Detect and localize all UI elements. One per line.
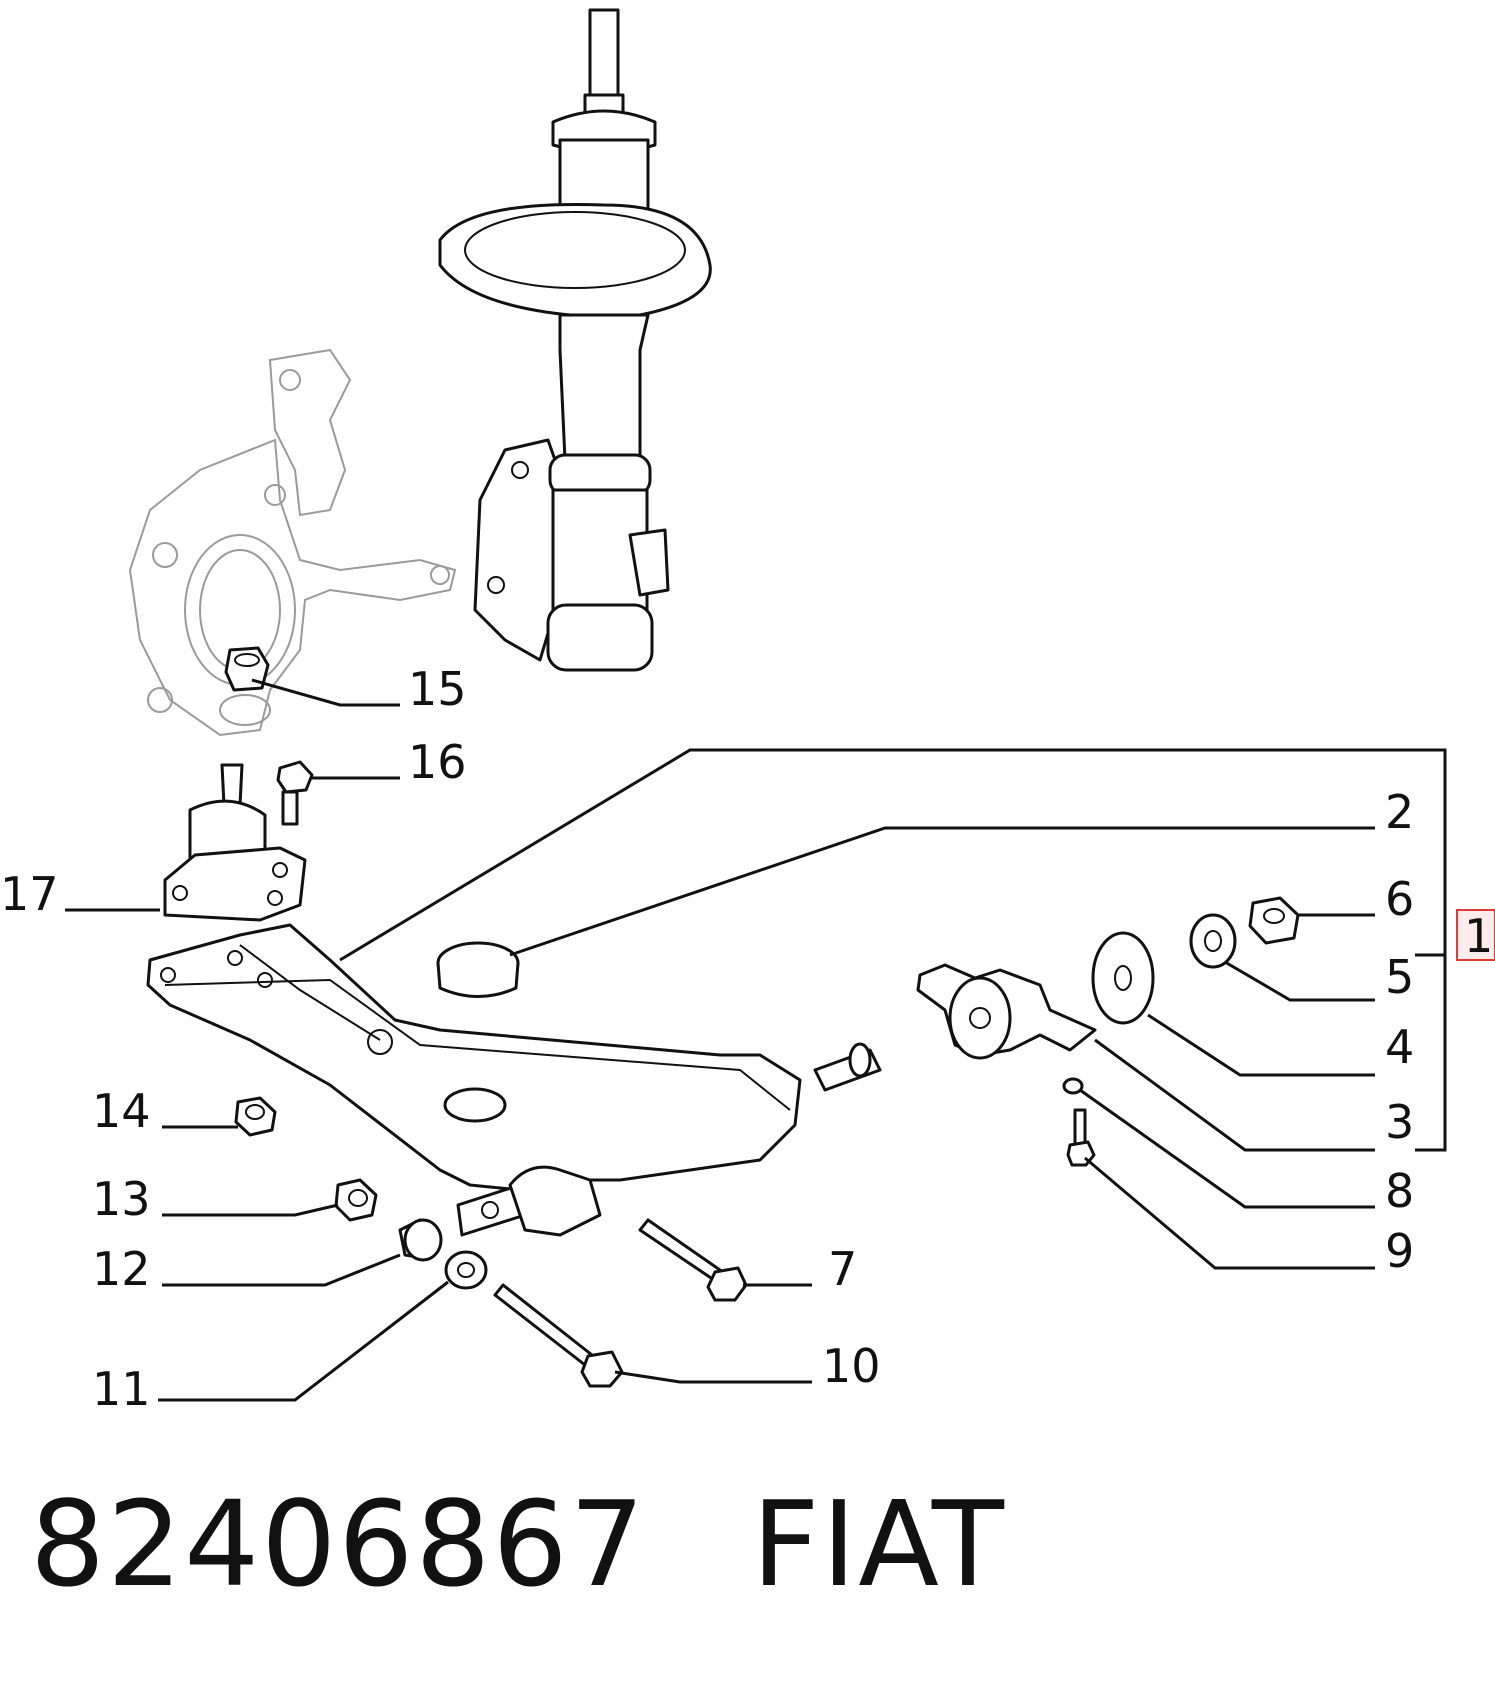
callout-labels: 1 2 3 4 5 6 7 8 9 10 11 12 13 14 15 16 1… (0, 662, 1493, 1416)
callout-10[interactable]: 10 (822, 1339, 881, 1393)
callout-12[interactable]: 12 (92, 1242, 151, 1296)
part-number: 82406867 (30, 1475, 647, 1613)
callout-6[interactable]: 6 (1385, 872, 1414, 926)
callout-15[interactable]: 15 (408, 662, 467, 716)
hardware-parts (224, 646, 1300, 1388)
callout-13[interactable]: 13 (92, 1172, 151, 1226)
callout-4[interactable]: 4 (1385, 1020, 1414, 1074)
callout-1[interactable]: 1 (1464, 909, 1493, 963)
callout-17[interactable]: 17 (0, 867, 59, 921)
callout-2[interactable]: 2 (1385, 785, 1414, 839)
ball-joint (163, 763, 307, 922)
lower-control-arm (146, 923, 882, 1237)
callout-7[interactable]: 7 (828, 1242, 857, 1296)
callout-1-highlight (1456, 909, 1495, 961)
callout-3[interactable]: 3 (1385, 1095, 1414, 1149)
callout-5[interactable]: 5 (1385, 950, 1414, 1004)
steering-knuckle (128, 348, 457, 737)
callout-9[interactable]: 9 (1385, 1224, 1414, 1278)
callout-16[interactable]: 16 (408, 735, 467, 789)
callout-8[interactable]: 8 (1385, 1164, 1414, 1218)
leader-lines (65, 678, 1447, 1402)
shock-absorber (438, 8, 712, 672)
brand-name: FIAT (751, 1475, 1006, 1613)
footer-caption: 82406867 FIAT (30, 1475, 1006, 1613)
callout-14[interactable]: 14 (92, 1084, 151, 1138)
callout-11[interactable]: 11 (92, 1362, 151, 1416)
